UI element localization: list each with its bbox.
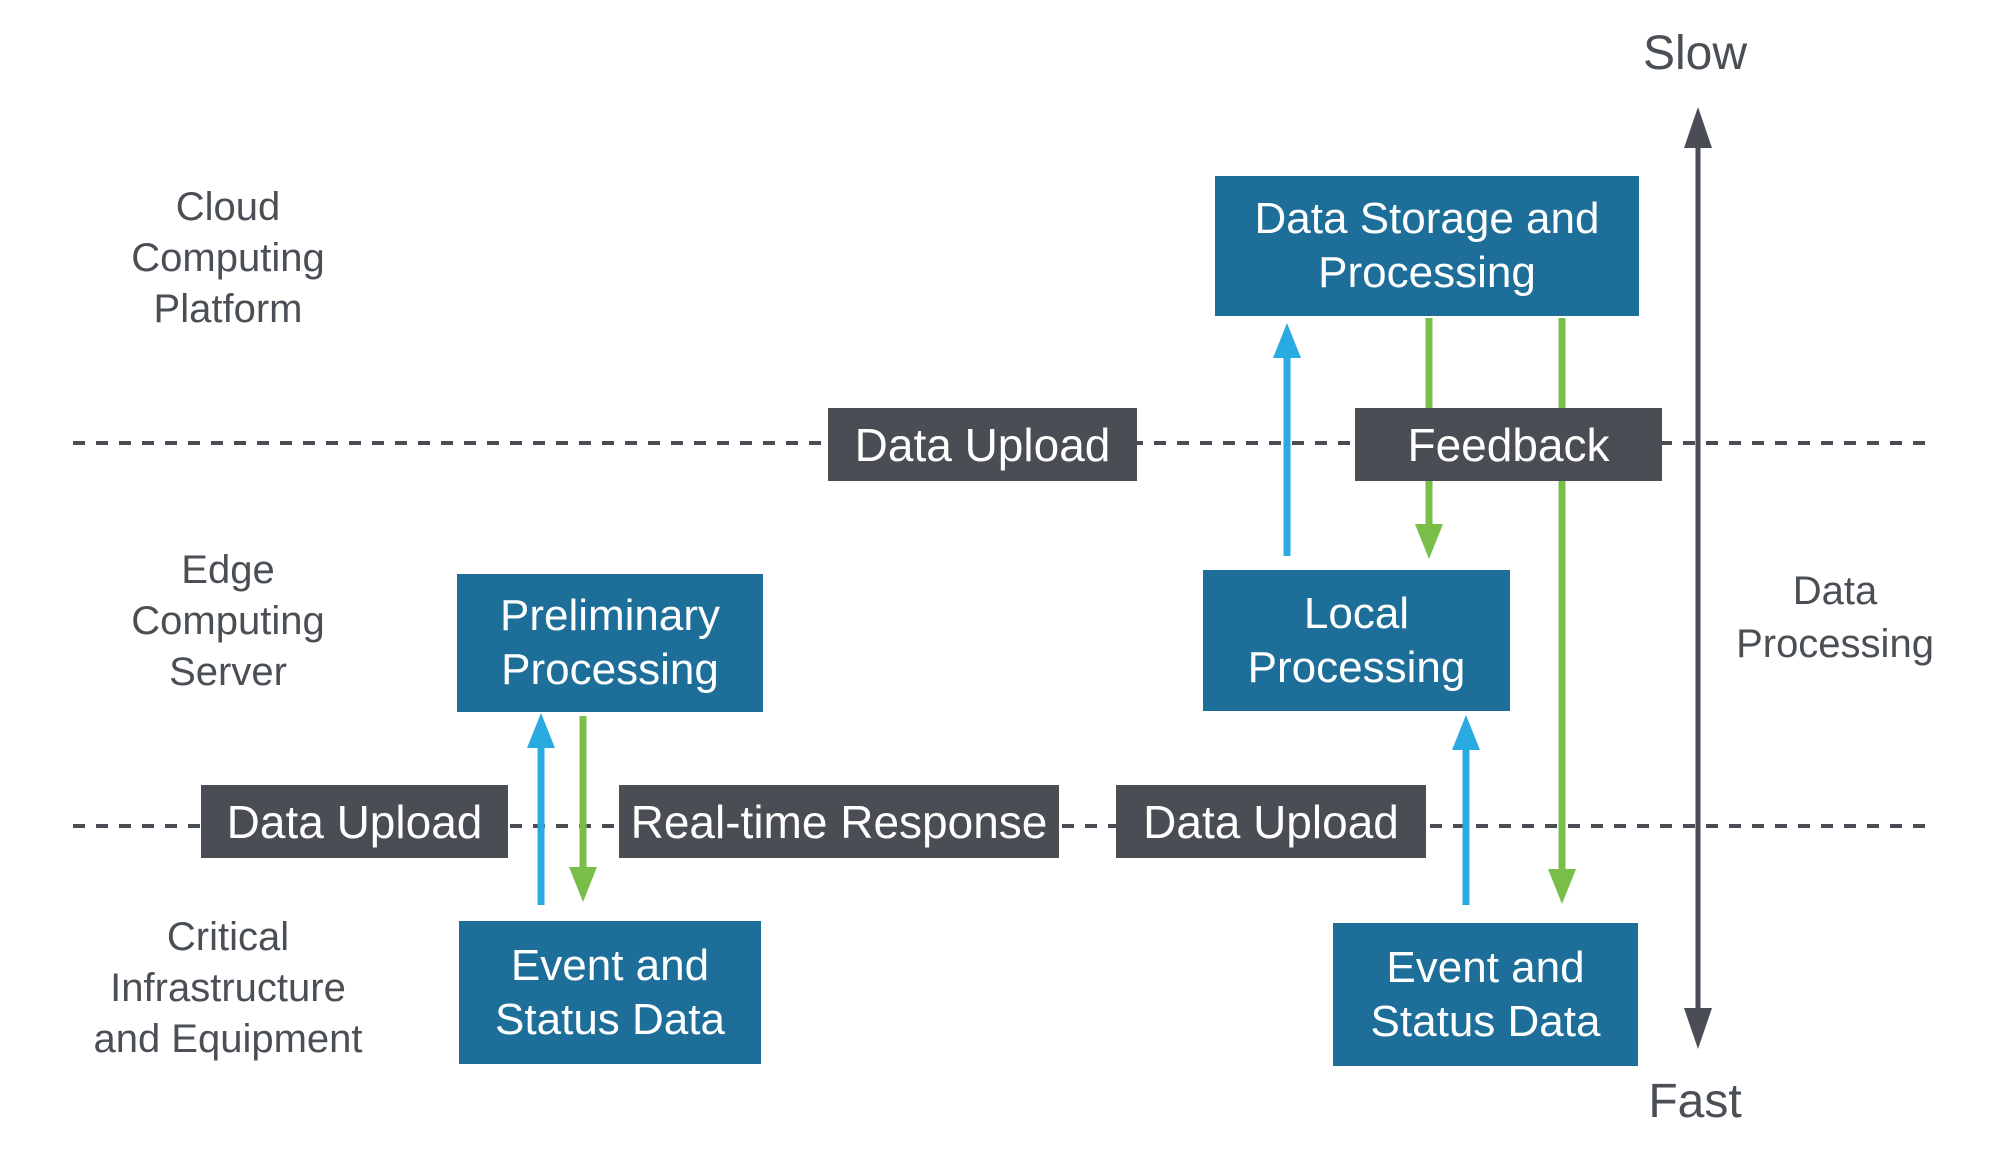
link-data-upload-bottom-left: Data Upload (201, 785, 508, 858)
feedback-arrow-long (1548, 318, 1576, 904)
node-preliminary-processing: Preliminary Processing (457, 574, 763, 712)
node-event-status-data-left: Event and Status Data (459, 921, 761, 1064)
axis-label-slow: Slow (1642, 27, 1748, 80)
layer-label-edge: Edge Computing Server (131, 548, 325, 694)
link-realtime-response: Real-time Response (619, 785, 1059, 858)
layer-label-cloud: Cloud Computing Platform (131, 185, 325, 331)
data-upload-arrow-right (1452, 715, 1480, 905)
axis-label-fast: Fast (1648, 1075, 1742, 1128)
response-arrow-left (569, 716, 597, 902)
link-data-upload-bottom-right: Data Upload (1116, 785, 1426, 858)
axis-label-data-processing: Data Processing (1736, 569, 1934, 666)
link-data-upload-top: Data Upload (828, 408, 1137, 481)
node-data-storage-processing: Data Storage and Processing (1215, 176, 1639, 316)
layer-label-critical-infrastructure: Critical Infrastructure and Equipment (93, 915, 363, 1061)
node-event-status-data-right: Event and Status Data (1333, 923, 1638, 1066)
data-upload-arrow-left (527, 713, 555, 905)
processing-speed-axis-arrow (1684, 107, 1712, 1049)
node-local-processing: Local Processing (1203, 570, 1510, 711)
link-feedback: Feedback (1355, 408, 1662, 481)
data-upload-arrow-cloud (1273, 323, 1301, 556)
